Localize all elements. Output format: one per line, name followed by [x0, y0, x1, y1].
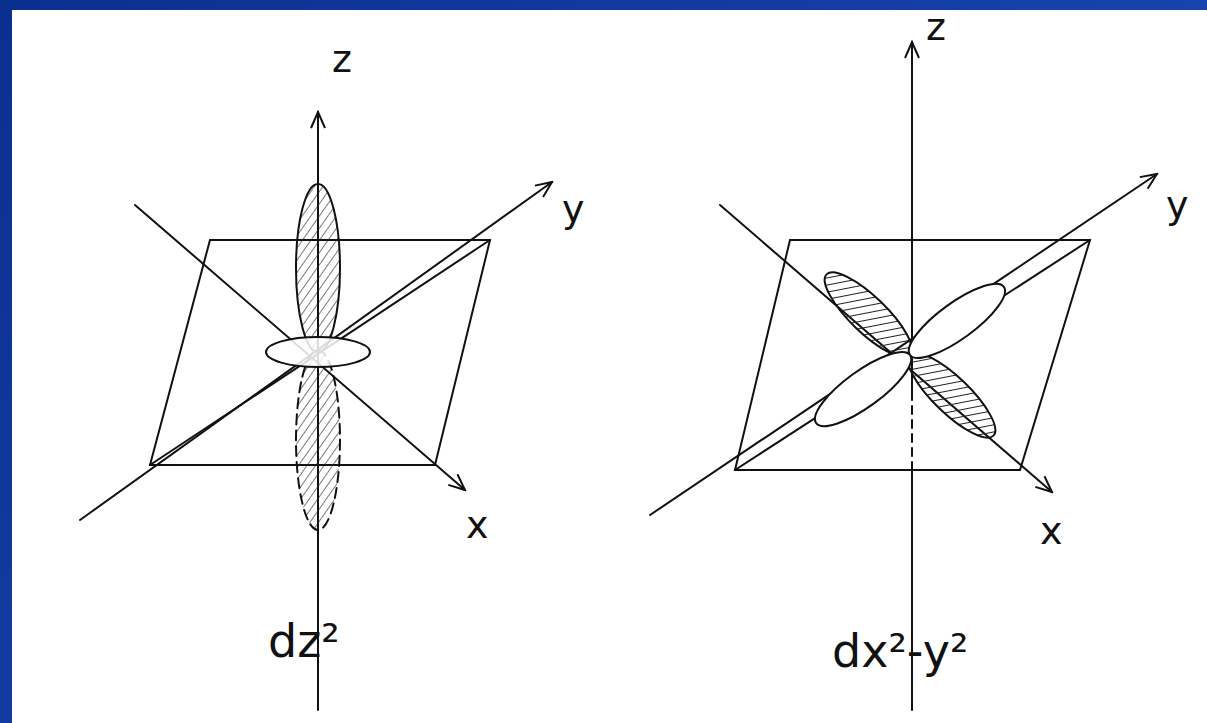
plain-lobe	[806, 340, 921, 437]
axis-label: x	[1040, 512, 1063, 550]
slide-panel	[12, 10, 1207, 723]
x-axis	[720, 205, 1052, 492]
upper-lobe	[296, 184, 340, 352]
z-axis	[911, 470, 913, 710]
axis-label: z	[332, 40, 352, 78]
orbital-name: dz²	[268, 618, 340, 664]
axis-label: y	[562, 190, 585, 228]
axis-label: z	[926, 8, 946, 46]
y-axis	[650, 174, 1157, 515]
axis-label: y	[1166, 186, 1189, 224]
z-axis-hidden	[911, 400, 913, 470]
orbital-name: dx²-y²	[832, 628, 968, 674]
torus-ring	[266, 337, 370, 367]
lower-lobe	[296, 350, 340, 530]
plain-lobe	[899, 272, 1014, 369]
axis-label: x	[466, 506, 489, 544]
